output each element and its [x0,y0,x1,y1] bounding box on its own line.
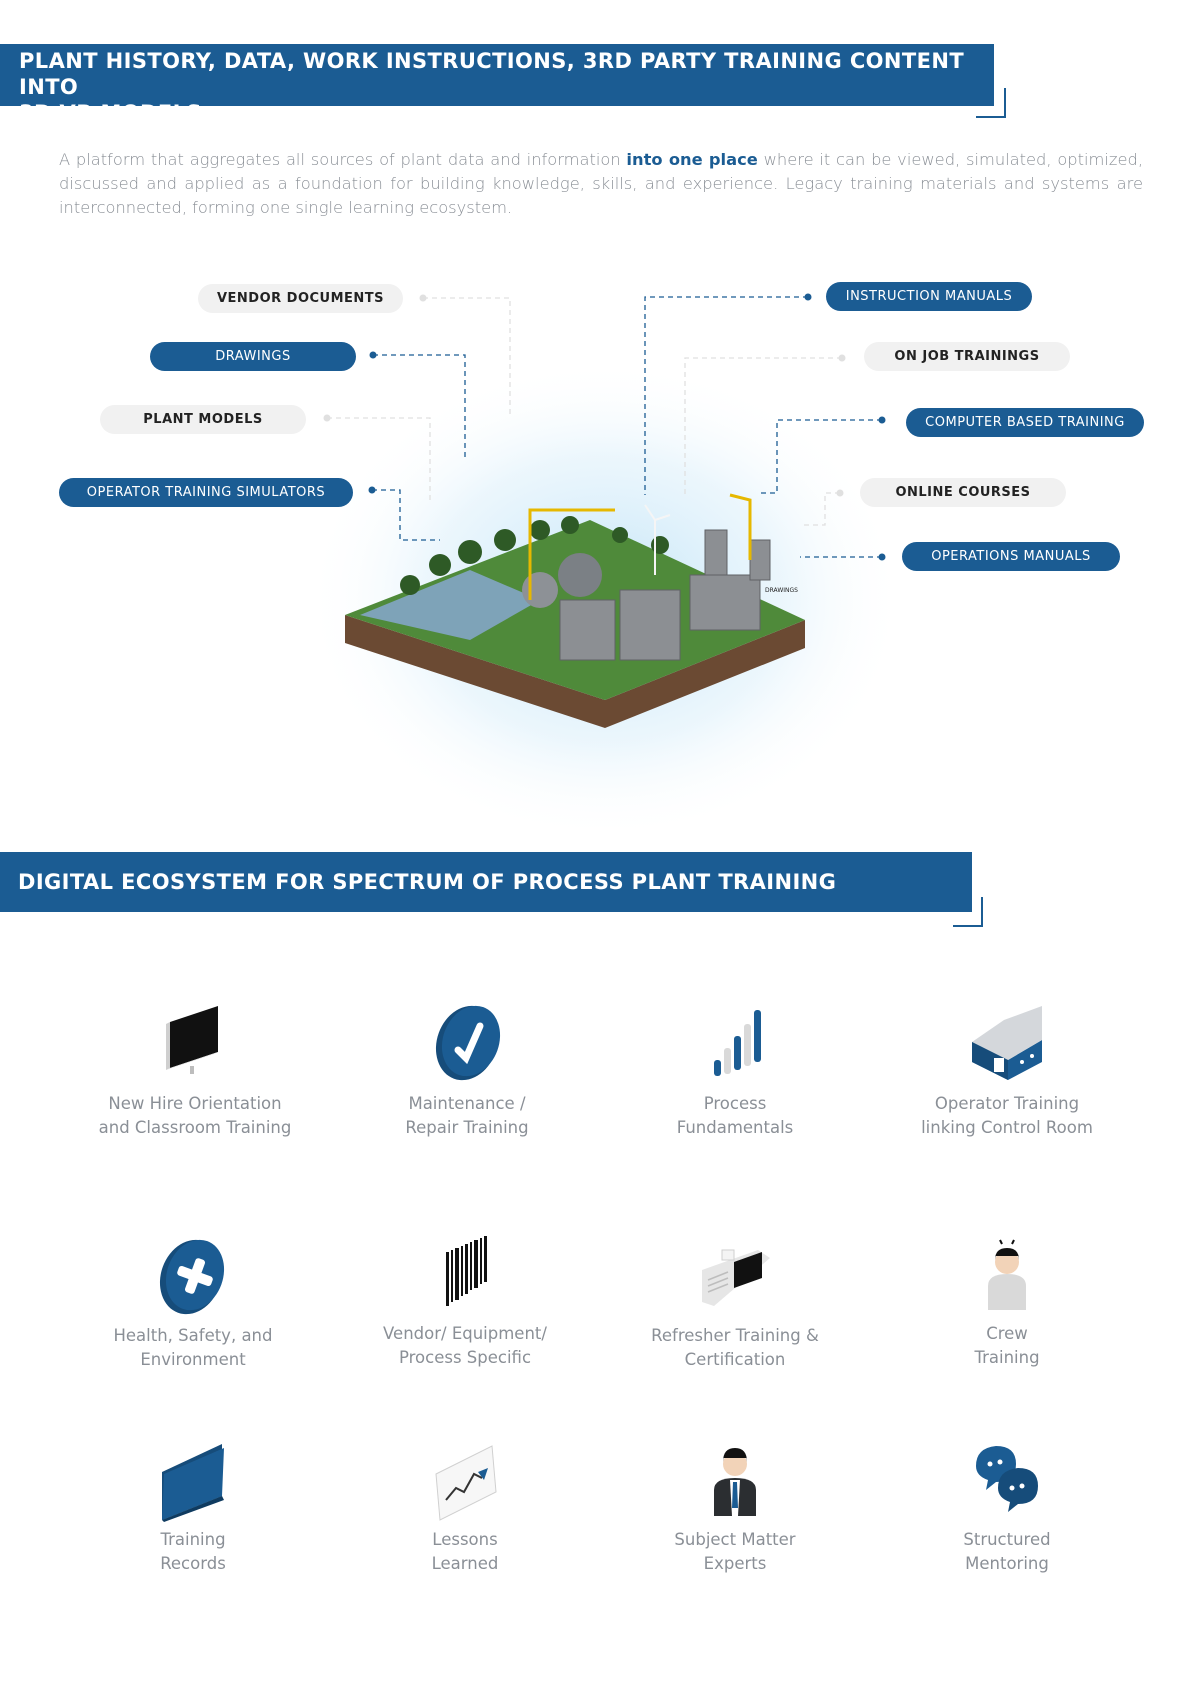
intro-highlight: into one place [626,150,758,170]
grid-label-line1: Training [160,1530,226,1549]
grid-item-lessons-learned: Lessons Learned [330,1436,600,1576]
grid-label-line1: Vendor/ Equipment/ [383,1324,547,1343]
grid-label-line1: Refresher Training & [651,1326,819,1345]
grid-label-line2: linking Control Room [921,1118,1093,1137]
model-glow [305,360,905,840]
barcode-icon [446,1236,487,1306]
grid-item-structured-mentoring: Structured Mentoring [872,1436,1142,1576]
chat-bubbles-icon [976,1446,1038,1512]
connector-dots [323,293,886,561]
control-room-icon [972,1006,1042,1080]
plus-icon [159,1239,225,1315]
folder-icon [162,1444,224,1522]
pill-on-job-trainings: ON JOB TRAININGS [864,342,1070,371]
pill-online-courses: ONLINE COURSES [860,478,1066,507]
grid-label-line1: Process [703,1094,767,1113]
grid-label-line2: Training [974,1348,1040,1367]
intro-paragraph: A platform that aggregates all sources o… [59,148,1143,220]
grid-label-line1: Operator Training [934,1094,1080,1113]
grid-item-process-fundamentals: Process Fundamentals [600,1000,870,1140]
pill-operations-manuals: OPERATIONS MANUALS [902,542,1120,571]
section-title-banner-2: DIGITAL ECOSYSTEM FOR SPECTRUM OF PROCES… [0,852,972,954]
pill-plant-models: PLANT MODELS [100,405,306,434]
checkmark-icon [435,1005,501,1081]
pill-drawings: DRAWINGS [150,342,356,371]
grid-item-crew-training: Crew Training [872,1230,1142,1370]
grid-label-line2: and Classroom Training [98,1118,292,1137]
pill-operator-training-simulators: OPERATOR TRAINING SIMULATORS [59,478,353,507]
section-title-line1: PLANT HISTORY, DATA, WORK INSTRUCTIONS, … [19,49,965,99]
crew-member-icon [988,1239,1026,1310]
expert-icon [714,1448,756,1516]
model-drawings-tag: DRAWINGS [765,587,798,594]
pill-vendor-documents: VENDOR DOCUMENTS [198,284,403,313]
connector-lines [327,296,882,558]
grid-label-line1: Maintenance / [408,1094,526,1113]
grid-item-operator-training: Operator Training linking Control Room [872,1000,1142,1140]
grid-label-line1: Crew [986,1324,1028,1343]
grid-item-maintenance: Maintenance / Repair Training [332,1000,602,1140]
grid-label-line2: Environment [140,1350,246,1369]
intro-text: A platform that aggregates all sources o… [59,150,627,170]
bar-chart-icon [714,1010,761,1076]
grid-label-line1: Subject Matter [674,1530,796,1549]
grid-label-line2: Process Specific [398,1348,532,1367]
corner-bracket-2 [953,897,983,927]
grid-label-line2: Mentoring [965,1554,1049,1573]
grid-label-line1: Health, Safety, and [113,1326,273,1345]
pill-instruction-manuals: INSTRUCTION MANUALS [826,282,1032,311]
grid-label-line1: Lessons [432,1530,498,1549]
grid-item-health-safety: Health, Safety, and Environment [58,1232,328,1372]
grid-item-new-hire: New Hire Orientation and Classroom Train… [60,1000,330,1140]
grid-item-vendor-equipment: Vendor/ Equipment/ Process Specific [330,1230,600,1370]
grid-label-line2: Learned [431,1554,499,1573]
grid-label-line1: New Hire Orientation [108,1094,282,1113]
plant-3d-model: DRAWINGS [345,493,805,728]
grid-label-line1: Structured [963,1530,1051,1549]
grid-label-line2: Experts [703,1554,767,1573]
corner-bracket [976,88,1006,118]
certificate-icon [702,1249,770,1306]
grid-item-refresher-training: Refresher Training & Certification [600,1232,870,1372]
section-title-banner: PLANT HISTORY, DATA, WORK INSTRUCTIONS, … [0,44,994,125]
grid-label-line2: Repair Training [405,1118,529,1137]
grid-label-line2: Fundamentals [676,1118,794,1137]
section-title-line2: 3D VR MODELS [19,101,202,125]
grid-item-subject-matter-experts: Subject Matter Experts [600,1436,870,1576]
grid-label-line2: Certification [684,1350,786,1369]
line-chart-icon [435,1445,497,1521]
monitor-icon [166,1006,218,1074]
grid-item-training-records: Training Records [58,1436,328,1576]
grid-label-line2: Records [160,1554,226,1573]
pill-computer-based-training: COMPUTER BASED TRAINING [906,408,1144,437]
intro-text-end: where it can be viewed, simulated, optim… [59,150,1143,218]
